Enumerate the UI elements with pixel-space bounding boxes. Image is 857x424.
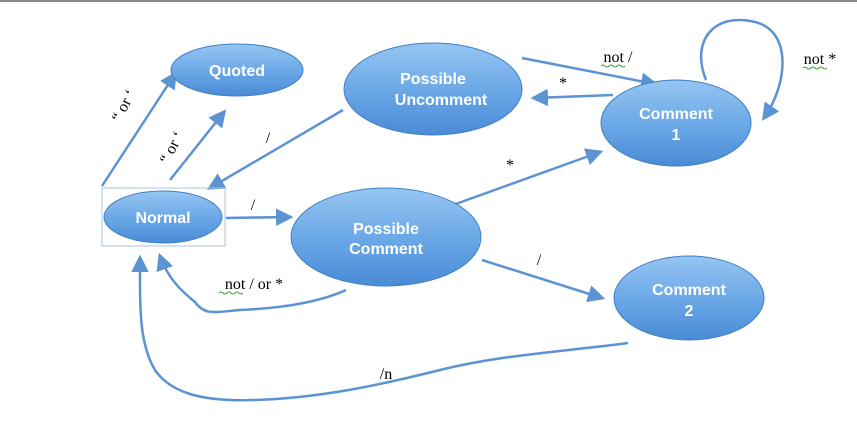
edge-comment1-self-loop (700, 18, 784, 121)
edge-possible-comment-to-normal (156, 252, 347, 314)
window-top-border (0, 0, 857, 2)
edges (100, 18, 784, 402)
spellcheck-underline-not-1 (600, 64, 626, 68)
node-quoted-label: Quoted (209, 63, 265, 80)
normal-selection-box (101, 187, 226, 247)
edge-label-normal-to-quoted: “ or ‘ (109, 87, 140, 125)
edge-label-possible-comment-to-comment1: * (506, 157, 514, 174)
node-normal-label: Normal (135, 210, 190, 227)
edge-possible-comment-to-comment2 (481, 258, 606, 303)
edge-label-quoted-to-normal: “ or ‘ (157, 129, 188, 167)
node-comment1-label-1: Comment (639, 106, 713, 123)
edge-label-uncomment-to-comment1: not / (604, 49, 633, 66)
edge-label-comment1-to-uncomment: * (559, 75, 567, 92)
edge-label-normal-to-possible-comment: / (251, 197, 256, 214)
spellcheck-underline-not-3 (218, 291, 244, 295)
node-normal[interactable]: Normal (103, 190, 223, 244)
edge-label-comment1-self: not * (804, 51, 836, 68)
node-comment1[interactable]: Comment 1 (600, 79, 752, 167)
node-comment1-label-2: 1 (672, 127, 681, 144)
edge-possible-comment-to-comment1 (452, 148, 604, 207)
node-possible-uncomment-label-2: Uncomment (395, 92, 488, 109)
edge-label-uncomment-to-normal: / (266, 130, 271, 147)
edge-normal-to-quoted-2 (169, 109, 227, 181)
node-quoted[interactable]: Quoted (170, 43, 304, 97)
node-comment2-label-1: Comment (652, 282, 726, 299)
edge-comment1-to-uncomment (530, 88, 614, 107)
edge-normal-to-quoted (100, 71, 177, 187)
edge-normal-to-possible-comment (225, 208, 294, 226)
edge-label-possible-comment-to-normal: not / or * (225, 276, 283, 293)
edge-label-comment2-to-normal: /n (380, 366, 392, 383)
edge-uncomment-to-comment1 (521, 56, 659, 90)
edge-uncomment-to-normal (206, 108, 344, 190)
node-possible-comment-label-2: Comment (349, 241, 423, 258)
edge-comment2-to-normal (131, 254, 629, 402)
edge-label-possible-comment-to-comment2: / (537, 252, 542, 269)
node-comment2[interactable]: Comment 2 (613, 255, 765, 341)
node-possible-uncomment[interactable]: Possible Uncomment (343, 42, 523, 136)
node-possible-comment-label-1: Possible (353, 221, 419, 238)
node-possible-uncomment-label-1: Possible (400, 71, 466, 88)
node-comment2-label-2: 2 (685, 303, 694, 320)
node-possible-comment[interactable]: Possible Comment (290, 187, 482, 287)
spellcheck-underline-not-2 (802, 66, 828, 70)
